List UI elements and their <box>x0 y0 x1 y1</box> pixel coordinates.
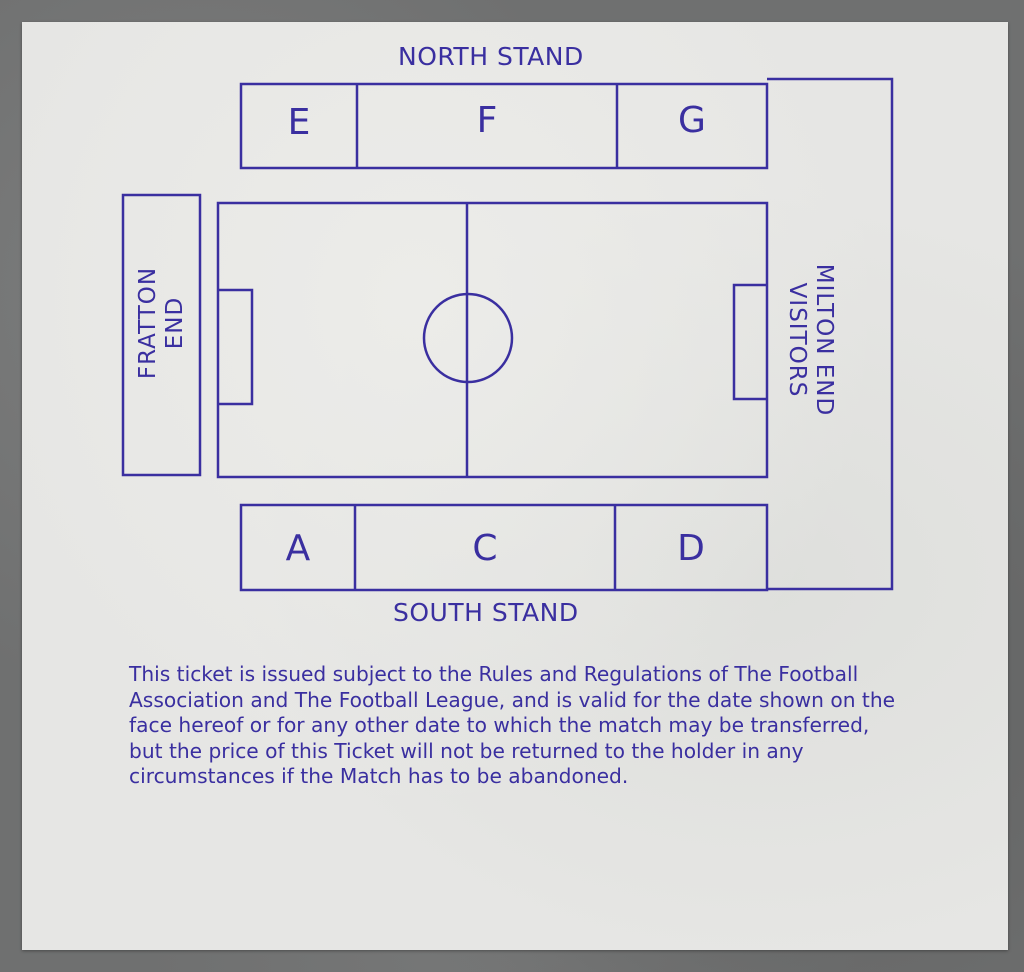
section-f: F <box>476 100 498 141</box>
fratton-label-line-2: END <box>161 296 188 350</box>
section-c: C <box>472 528 498 569</box>
ticket: NORTH STAND SOUTH STAND E F G A C D FRAT… <box>22 22 1008 950</box>
fratton-end-block <box>121 193 202 477</box>
milton-end-label: MILTON END VISITORS <box>783 264 837 416</box>
section-g: G <box>678 100 706 141</box>
milton-end-block <box>767 77 894 591</box>
fratton-end-label: FRATTON END <box>135 267 189 379</box>
fratton-label-line-1: FRATTON <box>134 266 161 380</box>
section-a: A <box>285 528 311 569</box>
pitch <box>216 201 769 479</box>
north-stand-label: NORTH STAND <box>398 42 584 71</box>
south-stand-block <box>239 503 769 592</box>
stadium-diagram <box>121 77 894 592</box>
milton-label-line-2: VISITORS <box>784 282 810 398</box>
north-stand-block <box>239 82 769 170</box>
section-d: D <box>677 528 705 569</box>
ticket-terms: This ticket is issued subject to the Rul… <box>129 662 896 789</box>
right-penalty-box <box>732 283 767 401</box>
centre-circle <box>422 292 514 384</box>
milton-label-line-1: MILTON END <box>811 263 837 417</box>
section-e: E <box>287 102 311 143</box>
south-stand-label: SOUTH STAND <box>393 598 579 627</box>
left-penalty-box <box>218 288 254 406</box>
